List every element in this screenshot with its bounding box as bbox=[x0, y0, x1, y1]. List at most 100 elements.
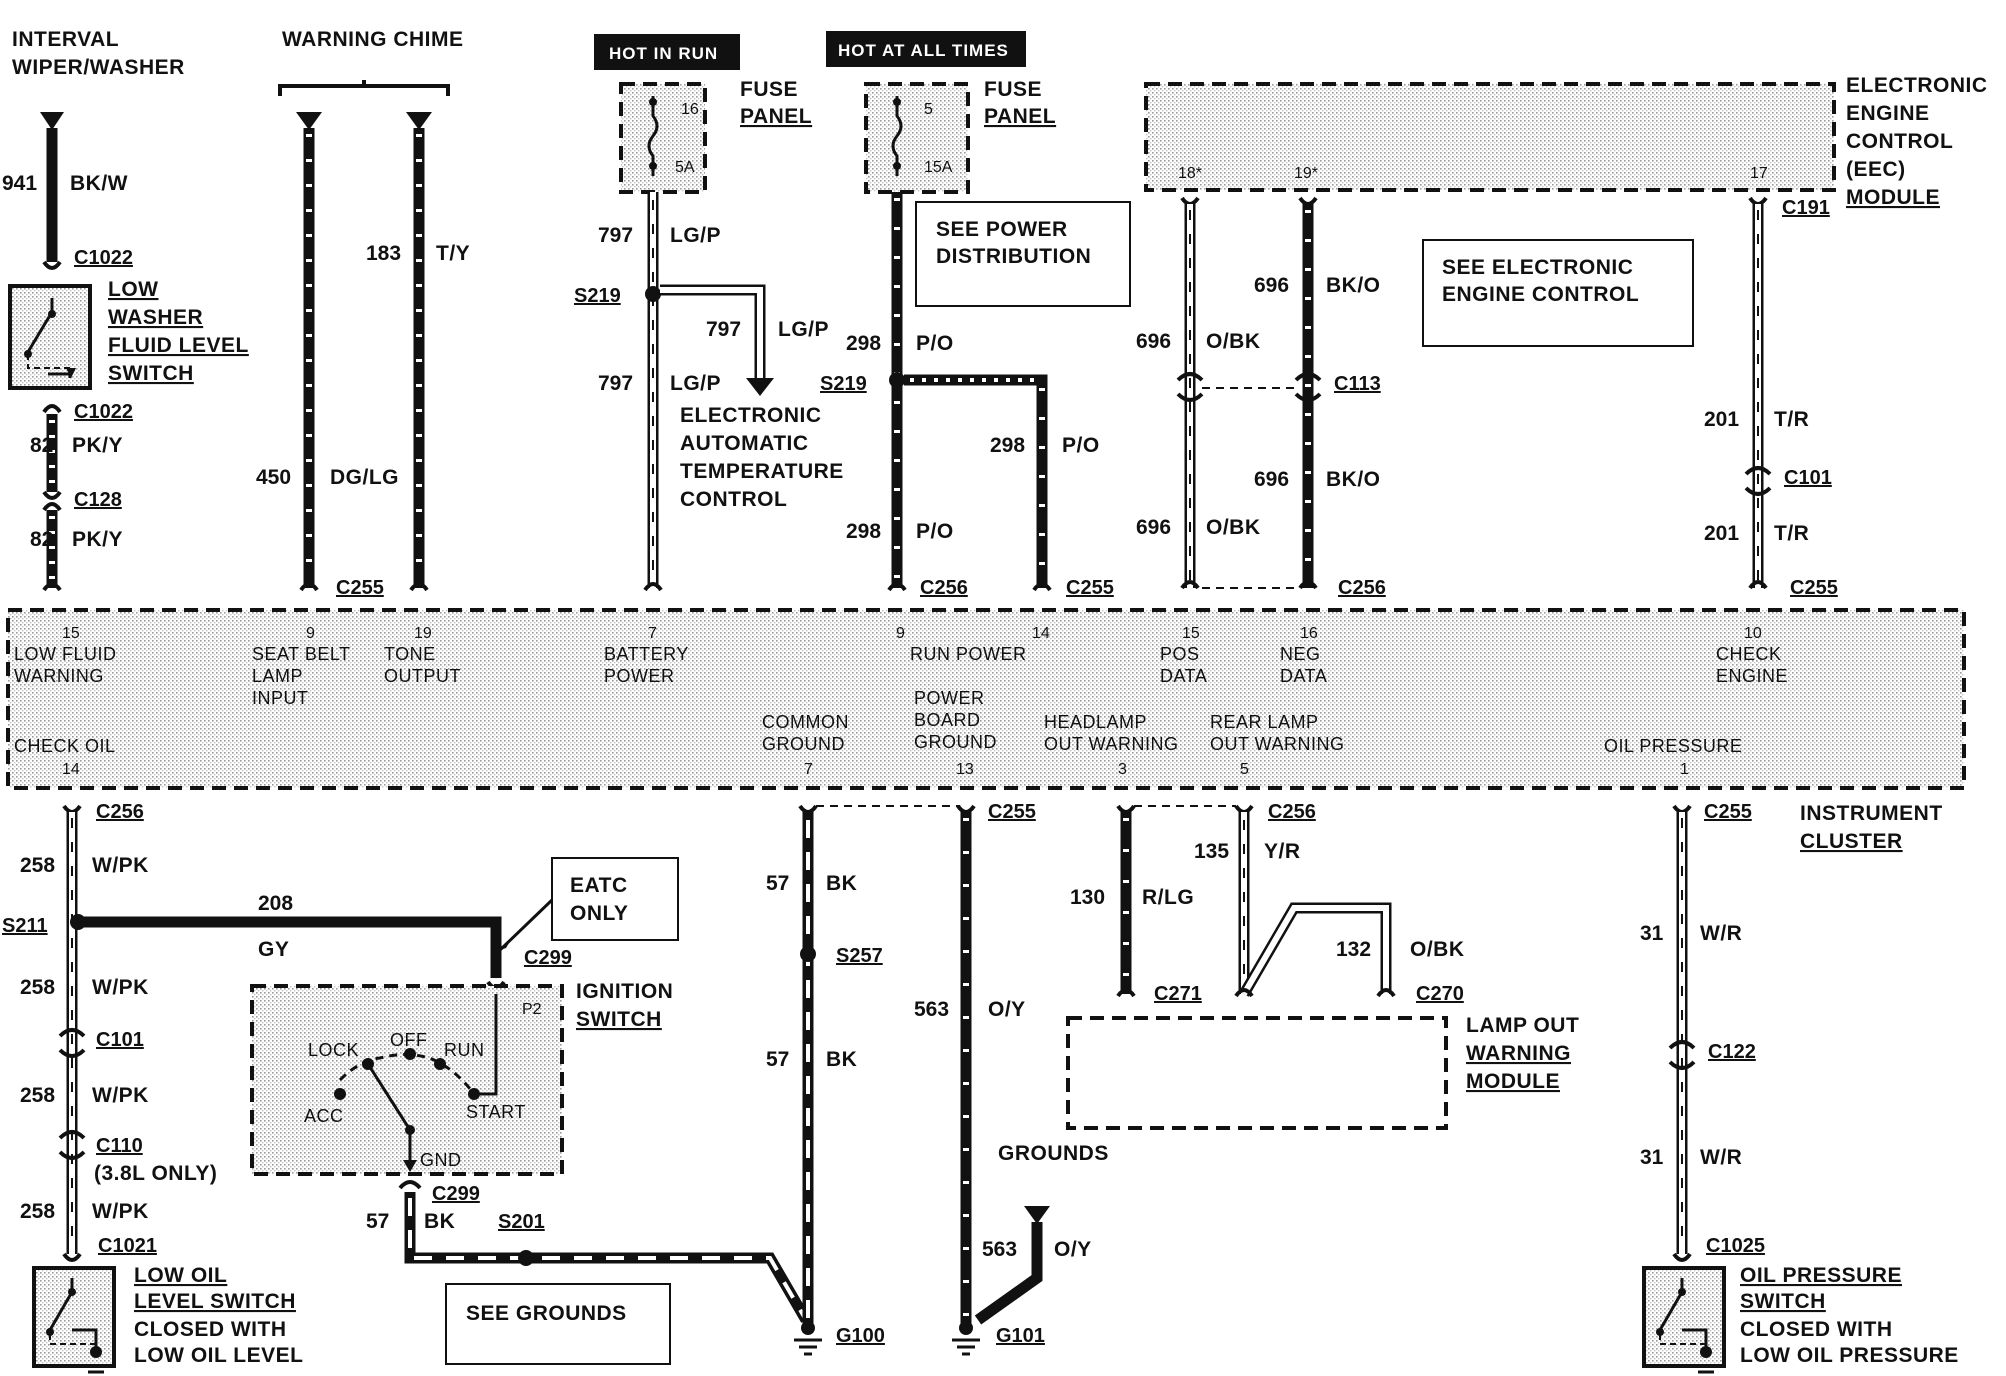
washer-switch-pivot-icon bbox=[48, 310, 56, 318]
oil-pressure-switch-label-1: OIL PRESSURE bbox=[1740, 1264, 1902, 1287]
cluster-pin-top-8-name-1: CHECK bbox=[1716, 644, 1782, 664]
wire-797b-color: LG/P bbox=[778, 318, 829, 341]
wire-298c-color: P/O bbox=[916, 520, 954, 543]
cluster-pin-9b-icon bbox=[887, 582, 907, 592]
c113-neg-pin-icon bbox=[1294, 372, 1322, 402]
cluster-pin-bottom-1-name-1: COMMON bbox=[762, 712, 849, 732]
cluster-pin-top-1-name-1: SEAT BELT bbox=[252, 644, 351, 664]
wire-298b-circuit: 298 bbox=[990, 434, 1025, 457]
cluster-pin-top-7-num: 16 bbox=[1300, 625, 1318, 642]
washer-switch-label-4: SWITCH bbox=[108, 362, 194, 385]
oil-pressure-switch-box bbox=[1642, 1266, 1726, 1368]
cluster-pin-bottom-5-name-1: OIL PRESSURE bbox=[1604, 736, 1742, 756]
c1022b-pin-icon bbox=[42, 404, 62, 414]
cluster-pin-top-8-name-2: ENGINE bbox=[1716, 666, 1788, 686]
cluster-pin-top-6-name-1: POS bbox=[1160, 644, 1200, 664]
wire-696c-circuit: 696 bbox=[1254, 468, 1289, 491]
cluster-pin-bottom-0-num: 14 bbox=[62, 761, 80, 778]
wire-696b-circuit: 696 bbox=[1254, 274, 1289, 297]
see-eec-box bbox=[1422, 239, 1694, 347]
connector-c256c: C256 bbox=[96, 801, 144, 823]
wire-258d-color: W/PK bbox=[92, 1200, 149, 1223]
wire-208-circuit: 208 bbox=[258, 892, 293, 915]
wire-57c-color: BK bbox=[424, 1210, 455, 1233]
cluster-pin-bottom-5-num: 1 bbox=[1680, 761, 1689, 778]
cluster-pin-top-3-name-2: POWER bbox=[604, 666, 675, 686]
cluster-pin-top-1-name-2: LAMP bbox=[252, 666, 303, 686]
eec-label-5: MODULE bbox=[1846, 186, 1940, 209]
warning-chime-bracket bbox=[278, 80, 450, 96]
eec-pin-19: 19* bbox=[1294, 165, 1318, 182]
eec-pin-18: 18* bbox=[1178, 165, 1202, 182]
eatc-dest-4: CONTROL bbox=[680, 488, 787, 511]
splice-s257-icon bbox=[800, 946, 816, 962]
eec-pin-17-icon bbox=[1748, 196, 1768, 206]
wire-797b-circuit: 797 bbox=[706, 318, 741, 341]
wire-298-branch bbox=[904, 374, 1048, 588]
wire-258c-circuit: 258 bbox=[20, 1084, 55, 1107]
cluster-pin-10-icon bbox=[1748, 580, 1768, 590]
cluster-pin-bottom-4-name-1: REAR LAMP bbox=[1210, 712, 1319, 732]
splice-s219a: S219 bbox=[574, 285, 621, 307]
washer-switch-label-3: FLUID LEVEL bbox=[108, 334, 249, 357]
g101-terminal-icon bbox=[959, 1321, 973, 1335]
cluster-pin-top-6-num: 15 bbox=[1182, 625, 1200, 642]
wire-132-color: O/BK bbox=[1410, 938, 1465, 961]
wire-941-color: BK/W bbox=[70, 172, 128, 195]
oil-pressure-note-2: LOW OIL PRESSURE bbox=[1740, 1344, 1959, 1367]
see-grounds-label: SEE GROUNDS bbox=[466, 1302, 627, 1325]
cluster-pin-top-3-name-1: BATTERY bbox=[604, 644, 689, 664]
wire-31b-circuit: 31 bbox=[1640, 1146, 1664, 1169]
cluster-pin-top-4-name-1: RUN POWER bbox=[910, 644, 1027, 664]
connector-c255e: C255 bbox=[1704, 801, 1752, 823]
wire-57a-color: BK bbox=[826, 872, 857, 895]
cluster-pin-top-5-num: 14 bbox=[1032, 625, 1050, 642]
eec-pin-17: 17 bbox=[1750, 165, 1768, 182]
wire-135-color: Y/R bbox=[1264, 840, 1301, 863]
c271-pin-icon bbox=[1116, 988, 1136, 998]
splice-s219b-icon bbox=[889, 372, 905, 388]
wire-183-arrow-icon bbox=[406, 112, 432, 130]
wire-57-ign-gaps bbox=[408, 1198, 808, 1322]
oil-pressure-switch-label-2: SWITCH bbox=[1740, 1290, 1826, 1313]
g100-terminal-icon bbox=[801, 1321, 815, 1335]
eec-label-2: ENGINE bbox=[1846, 102, 1930, 125]
c299b-pin-icon bbox=[398, 1180, 422, 1190]
wire-563b-circuit: 563 bbox=[982, 1238, 1017, 1261]
ignition-gnd-arrow-icon bbox=[403, 1160, 417, 1172]
cluster-pin-top-2-num: 19 bbox=[414, 625, 432, 642]
connector-c101b: C101 bbox=[96, 1029, 144, 1051]
wire-563a-color: O/Y bbox=[988, 998, 1026, 1021]
ignition-rotor-pivot-icon bbox=[405, 1125, 415, 1135]
eatc-only-line-1: EATC bbox=[570, 874, 628, 897]
wire-258b-color: W/PK bbox=[92, 976, 149, 999]
ignition-switch-box bbox=[250, 984, 564, 1176]
wire-201a-circuit: 201 bbox=[1704, 408, 1739, 431]
eatc-only-line-2: ONLY bbox=[570, 902, 628, 925]
wire-298a-color: P/O bbox=[916, 332, 954, 355]
wire-31a-color: W/R bbox=[1700, 922, 1742, 945]
connector-c256b: C256 bbox=[1338, 577, 1386, 599]
cluster-pin-bottom-4-name-2: OUT WARNING bbox=[1210, 734, 1345, 754]
c270a-pin-icon bbox=[1234, 988, 1254, 998]
oil-pressure-ground-terminal-icon bbox=[1700, 1346, 1712, 1358]
wire-563b bbox=[974, 1222, 1043, 1325]
connector-c101a: C101 bbox=[1784, 467, 1832, 489]
instrument-cluster-label-1: INSTRUMENT bbox=[1800, 802, 1943, 825]
eec-pin-19-icon bbox=[1298, 196, 1318, 206]
oil-pressure-switch-link-icon bbox=[1659, 1334, 1706, 1345]
fuse-1-rating: 5A bbox=[675, 159, 695, 176]
see-power-box bbox=[915, 201, 1131, 307]
splice-s257: S257 bbox=[836, 945, 883, 967]
connector-c255a: C255 bbox=[336, 577, 384, 599]
wire-298b-color: P/O bbox=[1062, 434, 1100, 457]
cluster-pin-bottom-1-num: 7 bbox=[804, 761, 813, 778]
fuse-1-number: 16 bbox=[681, 101, 699, 118]
wire-696a-circuit: 696 bbox=[1136, 330, 1171, 353]
see-power-line-1: SEE POWER bbox=[936, 218, 1068, 241]
cluster-pin-7-bottom-icon bbox=[798, 804, 818, 814]
cluster-pin-5-icon bbox=[1234, 804, 1254, 814]
ground-g100: G100 bbox=[836, 1325, 885, 1347]
wire-31a-circuit: 31 bbox=[1640, 922, 1664, 945]
cluster-pin-bottom-4-num: 5 bbox=[1240, 761, 1249, 778]
